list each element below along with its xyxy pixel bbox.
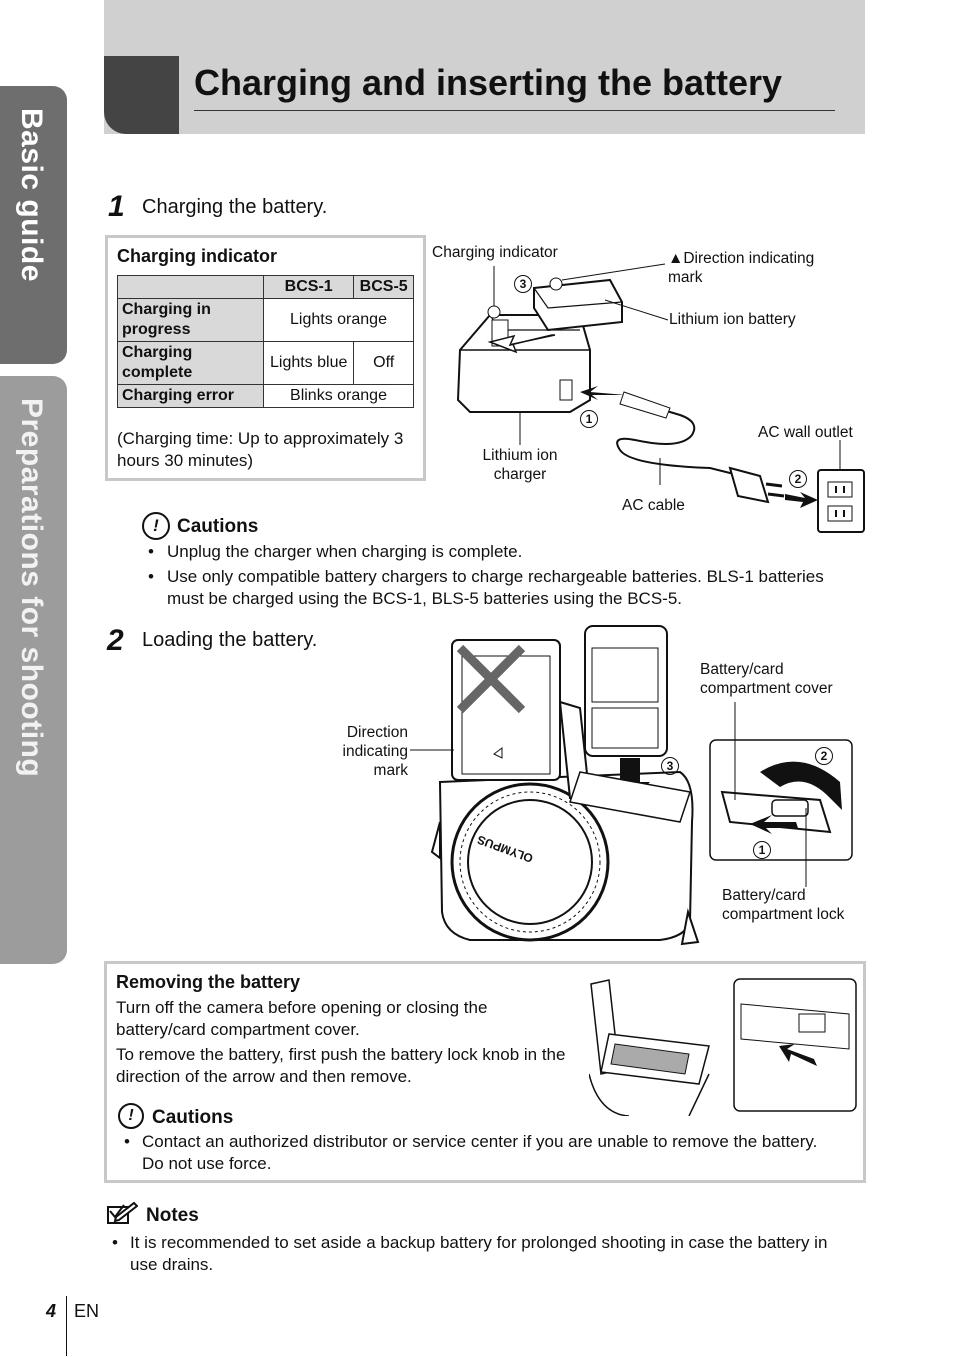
title-rule — [194, 110, 835, 111]
caution-icon: ! — [142, 512, 170, 540]
charging-time-note: (Charging time: Up to approximately 3 ho… — [117, 429, 404, 470]
table-row: Charging in progress Lights orange — [117, 298, 414, 342]
bullet: • — [148, 542, 154, 561]
bullet: • — [148, 567, 154, 586]
charger-illustration — [456, 263, 865, 533]
removing-caution-item: Contact an authorized distributor or ser… — [142, 1132, 818, 1173]
notes-item: It is recommended to set aside a backup … — [130, 1233, 828, 1274]
label-charger: Lithium ion charger — [482, 447, 558, 483]
page-number: 4 — [46, 1301, 57, 1321]
removing-p2: To remove the battery, first push the ba… — [116, 1045, 566, 1086]
label-compartment-cover: Battery/card compartment cover — [700, 661, 833, 697]
row-value: Lights orange — [263, 298, 414, 342]
label-wall-outlet: AC wall outlet — [758, 424, 853, 441]
caution-icon: ! — [118, 1103, 144, 1129]
header-band — [104, 0, 865, 134]
table-header-bcs1: BCS-1 — [262, 275, 355, 299]
label-lithium-battery: Lithium ion battery — [669, 311, 796, 328]
label-direction-mark-2: Direction indicating mark — [342, 724, 409, 779]
table-header-bcs5: BCS-5 — [353, 275, 414, 299]
notes-title: Notes — [146, 1205, 199, 1226]
row-label: Charging error — [117, 384, 264, 408]
caution-item: Unplug the charger when charging is comp… — [167, 542, 523, 561]
charging-indicator-box: Charging indicator BCS-1 BCS-5 Charging … — [105, 235, 426, 481]
side-tab-preparations[interactable]: Preparations for shooting — [0, 376, 67, 964]
removing-battery-box: Removing the battery Turn off the camera… — [104, 961, 866, 1183]
row-value-bcs5: Off — [353, 341, 414, 385]
step-marker-1: 1 — [753, 841, 771, 859]
row-label: Charging complete — [117, 341, 264, 385]
label-charging-indicator: Charging indicator — [432, 244, 558, 261]
row-value-bcs1: Lights blue — [262, 341, 355, 385]
label-direction-mark: ▲Direction indicating mark — [668, 250, 815, 286]
step-marker-3: 3 — [661, 757, 679, 775]
side-tab-basic-guide-label: Basic guide — [15, 108, 48, 282]
bullet: • — [112, 1233, 118, 1252]
charging-indicator-table: BCS-1 BCS-5 Charging in progress Lights … — [117, 275, 414, 408]
table-row: Charging complete Lights blue Off — [117, 341, 414, 385]
row-value: Blinks orange — [263, 384, 414, 408]
row-label: Charging in progress — [117, 298, 264, 342]
label-ac-cable: AC cable — [622, 497, 685, 514]
side-tab-basic-guide[interactable]: Basic guide — [0, 86, 67, 364]
step-marker-1: 1 — [580, 410, 598, 428]
step-2-number: 2 — [107, 624, 124, 657]
side-tab-preparations-label: Preparations for shooting — [15, 398, 48, 778]
camera-illustration — [410, 625, 853, 946]
step-2-text: Loading the battery. — [142, 629, 318, 651]
language-code: EN — [74, 1301, 100, 1321]
removing-title: Removing the battery — [116, 972, 301, 992]
step-1-text: Charging the battery. — [142, 196, 328, 218]
header-block — [104, 56, 179, 134]
cautions-title: Cautions — [177, 516, 259, 537]
removing-p1: Turn off the camera before opening or cl… — [116, 998, 488, 1039]
notes-icon — [107, 1201, 138, 1224]
page-title: Charging and inserting the battery — [194, 62, 783, 103]
indicator-box-title: Charging indicator — [117, 246, 278, 266]
table-row: Charging error Blinks orange — [117, 384, 414, 408]
label-compartment-lock: Battery/card compartment lock — [722, 887, 845, 923]
step-1-number: 1 — [108, 190, 125, 223]
step-marker-3: 3 — [514, 275, 532, 293]
step-marker-2: 2 — [815, 747, 833, 765]
caution-item: Use only compatible battery chargers to … — [167, 567, 824, 608]
step-marker-2: 2 — [789, 470, 807, 488]
removing-illustration — [589, 978, 857, 1116]
bullet: • — [124, 1132, 130, 1151]
footer-divider — [66, 1296, 67, 1356]
removing-cautions-title: Cautions — [152, 1107, 234, 1128]
